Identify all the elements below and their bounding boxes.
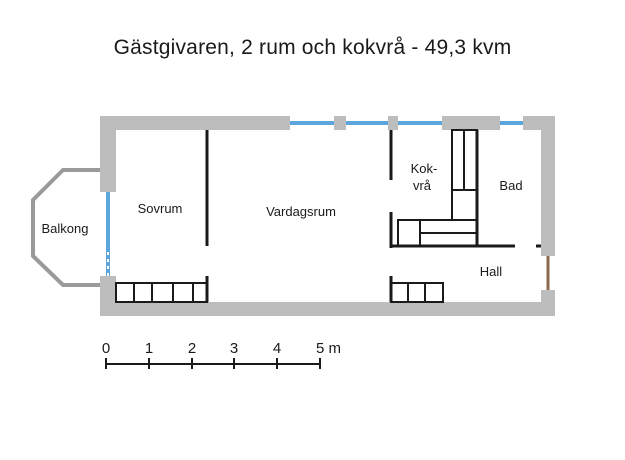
scale-label-3: 3	[230, 340, 238, 357]
wall-right-upper	[541, 116, 555, 256]
wall-left-upper	[100, 116, 116, 192]
wall-bottom	[100, 302, 555, 316]
balcony-outline	[31, 168, 100, 287]
page-title: Gästgivaren, 2 rum och kokvrå - 49,3 kvm	[113, 36, 512, 59]
bedroom-wardrobe	[115, 282, 208, 303]
wall-top-left	[100, 116, 290, 130]
scale-label-2: 2	[188, 340, 196, 357]
room-label-kitchen-line2: vrå	[413, 178, 432, 193]
room-label-balcony: Balkong	[42, 221, 89, 236]
room-label-bath: Bad	[499, 178, 522, 193]
wall-right-lower	[541, 290, 555, 316]
wall-top-pillar-2	[388, 116, 398, 130]
scale-bar: 0 1 2 3 4 5 m	[102, 340, 341, 369]
scale-label-0: 0	[102, 340, 110, 357]
scale-label-5: 5 m	[316, 340, 341, 357]
hall-wardrobe	[390, 282, 444, 303]
wall-top-pillar-1	[334, 116, 346, 130]
room-label-kitchen-line1: Kok-	[411, 161, 438, 176]
room-label-hall: Hall	[480, 264, 503, 279]
room-label-bedroom: Sovrum	[138, 201, 183, 216]
wall-top-mid	[442, 116, 500, 130]
scale-label-4: 4	[273, 340, 281, 357]
room-label-living: Vardagsrum	[266, 204, 336, 219]
scale-label-1: 1	[145, 340, 153, 357]
